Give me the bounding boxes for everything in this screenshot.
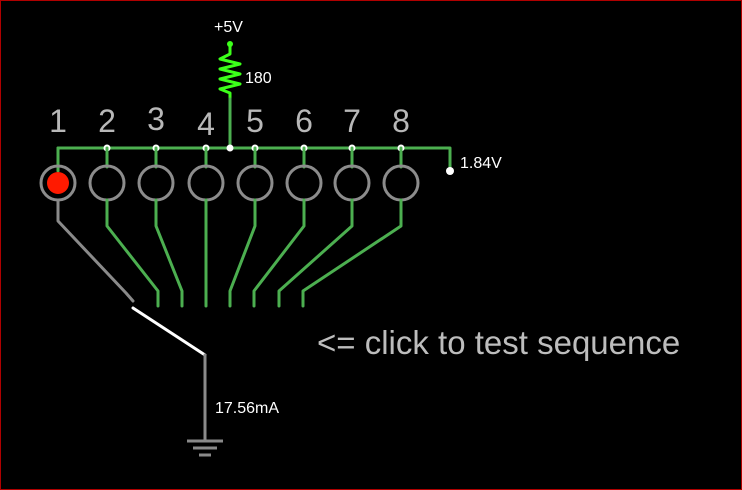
led-number-1: 1 [49,103,67,139]
junction-dot-resistor [226,144,234,152]
led-3-icon[interactable] [137,164,175,202]
current-label: 17.56mA [215,400,279,417]
voltage-label: 1.84V [460,155,502,172]
resistor-label: 180 [245,70,272,87]
ground-icon [187,439,223,457]
supply-label: +5V [214,19,243,36]
led-number-3: 3 [147,101,165,137]
switch-contact-wire-7 [277,198,354,308]
switch-contact-wire-3 [154,198,184,308]
switch-contact-wire-2 [105,198,160,308]
led-8-icon[interactable] [382,164,420,202]
test-sequence-hint[interactable]: <= click to test sequence [317,324,680,361]
resistor-icon [218,42,242,101]
led-4-icon[interactable] [187,164,225,202]
led-number-5: 5 [246,103,264,139]
led-number-2: 2 [98,103,116,139]
switch-contact-wire-6 [252,198,306,308]
switch-wiper[interactable] [131,306,207,357]
voltage-probe [446,167,454,175]
switch-contact-wire-5 [228,198,257,308]
led-1-glow [47,172,69,194]
led-2-icon[interactable] [88,164,126,202]
led-number-7: 7 [343,103,361,139]
led-5-icon[interactable] [236,164,274,202]
led-6-icon[interactable] [285,164,323,202]
switch-contact-wire-1 [56,198,135,303]
led-cathode-wires [56,198,403,308]
switch-contact-wire-8 [301,198,403,308]
led-number-6: 6 [295,103,313,139]
led-number-8: 8 [392,103,410,139]
led-7-icon[interactable] [333,164,371,202]
led-number-4: 4 [197,106,215,142]
